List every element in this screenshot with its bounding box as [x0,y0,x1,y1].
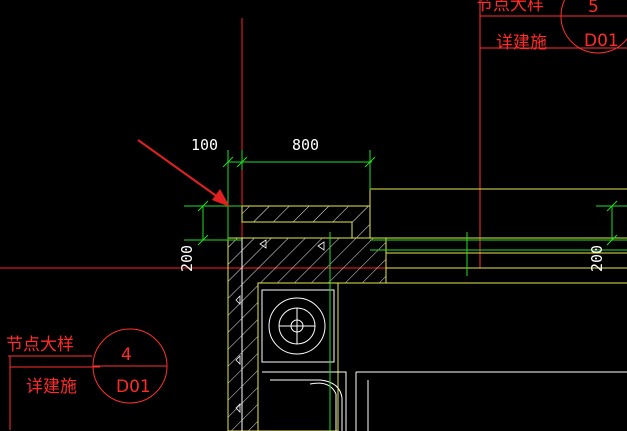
detail-tag-right [480,0,627,54]
detail-tag-right-number: 5 [588,0,599,17]
detail-tag-right-subtitle: 详建施 [496,33,547,53]
detail-tag-right-sheet: D01 [584,31,619,51]
detail-tag-right-title: 节点大样 [476,0,544,15]
dimension-100-label: 100 [191,136,218,154]
pointer-arrow [137,139,230,207]
furniture-outlines [262,371,627,431]
wall-slab-section [227,237,387,431]
fan-symbol [261,289,335,363]
dimension-200-right-label: 200 [588,245,606,272]
detail-tag-left [8,328,168,430]
dimension-lines [184,150,627,431]
dimension-200-left-label: 200 [178,245,196,272]
dimension-800-label: 800 [292,136,319,154]
parapet-section [241,205,371,239]
building-outlines [257,188,627,431]
detail-tag-left-sheet: D01 [116,377,151,397]
axis-lines [0,18,627,431]
detail-tag-left-title: 节点大样 [6,335,74,355]
detail-tag-left-number: 4 [121,345,132,365]
detail-tag-left-subtitle: 详建施 [26,377,77,397]
